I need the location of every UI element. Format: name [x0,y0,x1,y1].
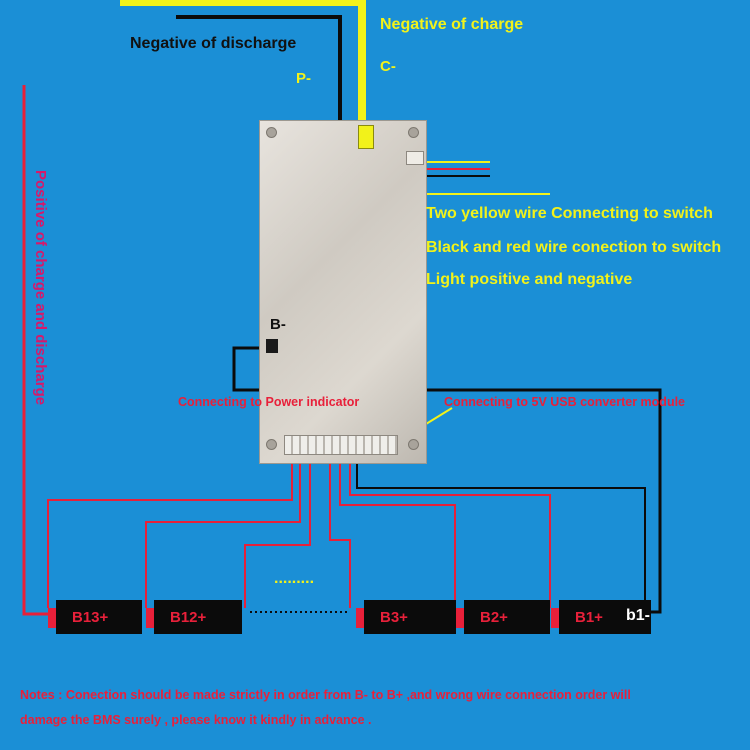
b-minus-label: B- [270,316,286,333]
light-positive-negative-label: Light positive and negative [426,271,633,288]
discharge-negative-wire [176,15,342,125]
usb-module-label: Connecting to 5V USB converter module [444,395,686,409]
charge-negative-wire [120,0,366,138]
b1-minus-label: b1- [626,607,650,624]
screw-top-right [408,127,419,138]
switch-connector [406,151,424,165]
notes-text: Notes : Conection should be made strictl… [20,683,730,733]
cell-b1-cap [551,608,559,628]
screw-bottom-right [408,439,419,450]
b-minus-terminal [266,339,278,353]
cell-b13-cap [48,608,56,628]
screw-bottom-left [266,439,277,450]
cell-b13: B13+ [56,600,142,634]
negative-of-discharge-label: Negative of discharge [130,35,297,52]
cell-b2-cap [456,608,464,628]
screw-top-left [266,127,277,138]
sense-wire-b3 [329,455,351,608]
sense-wire-b13 [47,455,293,608]
notes-line-1: Notes : Conection should be made strictl… [20,688,631,702]
sense-wire-b12 [145,455,301,608]
cells-dots-label: ......... [274,570,315,587]
positive-wire [22,85,48,616]
sense-wire-b2 [339,455,456,608]
sense-wire-b1 [349,455,551,608]
cell-b2: B2+ [464,600,550,634]
cell-b12: B12+ [154,600,242,634]
c-minus-label: C- [380,58,396,75]
power-indicator-label: Connecting to Power indicator [178,395,360,409]
black-red-switch-label: Black and red wire conection to switch [426,239,722,256]
cell-b3: B3+ [364,600,456,634]
cell-b12-cap [146,608,154,628]
b-minus-wire [232,346,662,614]
notes-line-2: damage the BMS surely , please know it k… [20,713,372,727]
cell-b3-cap [356,608,364,628]
cell-b1: B1+ [559,600,651,634]
negative-of-charge-label: Negative of charge [380,16,524,33]
yellow-switch-label: Two yellow wire Connecting to switch [426,205,713,222]
p-minus-label: P- [296,70,311,87]
positive-of-charge-and-discharge-label: Positive of charge and discharge [32,170,49,406]
sense-wire-b11 [244,455,311,608]
bms-board [259,120,427,464]
c-minus-terminal [358,125,374,149]
sense-wire-b0 [356,455,646,608]
sampling-connector [284,435,398,455]
